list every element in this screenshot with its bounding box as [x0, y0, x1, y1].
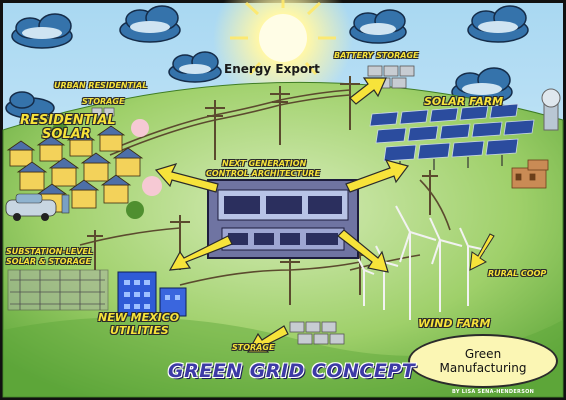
electric-car	[5, 193, 70, 221]
green-grid-title: GREEN GRID CONCEPT	[168, 360, 416, 382]
arrow-to-solar-farm	[345, 159, 410, 193]
trees	[52, 119, 162, 219]
urban-residential-label: URBAN RESIDENTIAL	[54, 81, 148, 90]
substation-label-1: SUBSTATION-LEVEL	[6, 247, 93, 256]
arrow-to-storage	[246, 325, 289, 353]
arrow-to-utilities	[168, 235, 233, 271]
rural-coop-label: RURAL COOP	[488, 269, 547, 278]
green-manufacturing-badge: Green Manufacturing	[408, 334, 558, 388]
flow-arrows	[154, 77, 410, 353]
nm-utilities-label-1: NEW MEXICO	[98, 311, 180, 324]
rural-coop-arrow	[469, 233, 495, 271]
solar-farm	[369, 103, 535, 162]
residential-solar-label-1: RESIDENTIAL	[20, 113, 116, 128]
utilities-buildings	[117, 271, 187, 317]
credit-text: BY LISA SENA-HENDERSON	[452, 389, 535, 395]
residential-solar-label-2: SOLAR	[42, 127, 91, 142]
power-lines	[79, 89, 451, 286]
storage-top-label: STORAGE	[82, 97, 125, 106]
solar-farm-label: SOLAR FARM	[424, 95, 504, 108]
control-architecture-label-2: CONTROL ARCHITECTURE	[206, 169, 320, 178]
storage-urban	[91, 107, 115, 117]
control-architecture-label-1: NEXT GENERATION	[222, 159, 307, 168]
nm-utilities-label-2: UTILITIES	[110, 324, 169, 337]
storage-bottom	[289, 321, 345, 345]
rural-adobe	[511, 159, 549, 189]
battery-storage-label: BATTERY STORAGE	[334, 51, 419, 60]
arrow-to-wind-farm	[337, 229, 389, 273]
substation-label-2: SOLAR & STORAGE	[6, 257, 91, 266]
sun	[213, 0, 353, 108]
wind-turbines	[357, 205, 487, 320]
energy-export-label: Energy Export	[224, 62, 320, 76]
storage-bottom-label: STORAGE	[232, 343, 275, 352]
green-manufacturing-line-1: Green	[464, 346, 502, 361]
solar-dish	[541, 88, 561, 131]
wind-farm-label: WIND FARM	[418, 317, 491, 330]
substation	[7, 269, 109, 311]
green-manufacturing-line-2: Manufacturing	[439, 361, 527, 375]
clouds	[5, 5, 529, 119]
arrow-to-battery-storage	[349, 77, 387, 105]
arrow-to-residential	[154, 163, 219, 193]
control-architecture-panel	[207, 179, 359, 259]
